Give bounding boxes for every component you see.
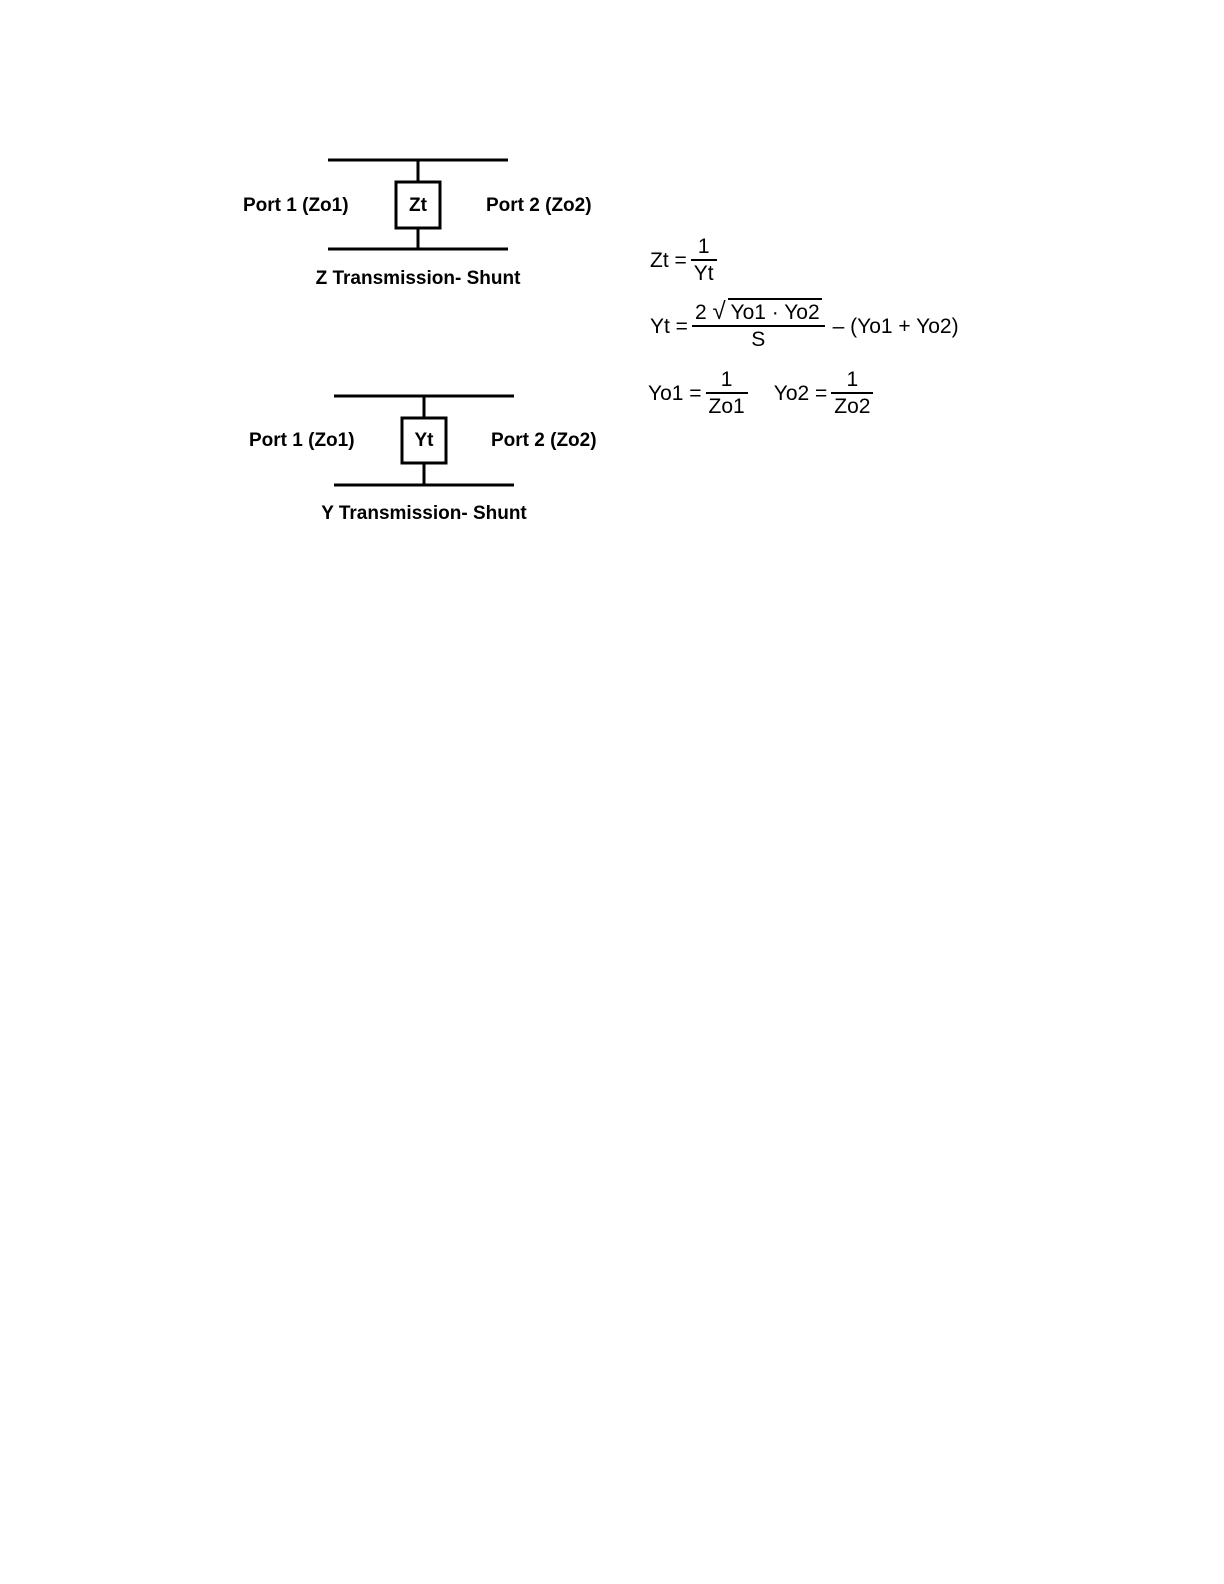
eq2-fraction: 2 √ Yo1 · Yo2 S (692, 302, 825, 350)
z-element-label: Zt (409, 195, 428, 216)
z-shunt-circuit: Zt Port 1 (Zo1) Port 2 (Zo2) Z Transmiss… (243, 160, 592, 289)
z-caption: Z Transmission- Shunt (316, 268, 521, 289)
equation-yt: Yt = 2 √ Yo1 · Yo2 S – (Yo1 + Yo2) (650, 302, 959, 350)
eq1-numerator: 1 (691, 236, 717, 261)
y-port1-label: Port 1 (Zo1) (249, 430, 355, 451)
y-shunt-circuit: Yt Port 1 (Zo1) Port 2 (Zo2) Y Transmiss… (249, 396, 597, 524)
circuit-diagrams: Zt Port 1 (Zo1) Port 2 (Zo2) Z Transmiss… (0, 0, 1224, 560)
eq2-tail: – (Yo1 + Yo2) (833, 316, 959, 337)
y-caption: Y Transmission- Shunt (321, 503, 527, 524)
z-port1-label: Port 1 (Zo1) (243, 195, 349, 216)
equation-yo: Yo1 = 1 Zo1 Yo2 = 1 Zo2 (648, 369, 877, 417)
eq1-fraction: 1 Yt (691, 236, 717, 284)
y-port2-label: Port 2 (Zo2) (491, 430, 597, 451)
eq3-fraction-a: 1 Zo1 (706, 369, 748, 417)
y-element-label: Yt (415, 430, 435, 451)
eq3-lhs-a: Yo1 = (648, 383, 702, 404)
eq2-sqrt: √ Yo1 · Yo2 (712, 302, 821, 323)
eq3-numerator-a: 1 (706, 369, 748, 394)
eq3-denominator-a: Zo1 (706, 394, 748, 417)
eq1-denominator: Yt (691, 261, 717, 284)
eq2-denominator: S (692, 327, 825, 350)
equation-zt: Zt = 1 Yt (650, 236, 721, 284)
eq3-denominator-b: Zo2 (831, 394, 873, 417)
eq2-radicand: Yo1 · Yo2 (728, 298, 821, 324)
sqrt-sign-icon: √ (712, 300, 725, 324)
eq3-lhs-b: Yo2 = (774, 383, 828, 404)
eq3-fraction-b: 1 Zo2 (831, 369, 873, 417)
eq2-lhs: Yt = (650, 316, 688, 337)
eq2-numerator: 2 √ Yo1 · Yo2 (692, 302, 825, 327)
eq2-coefficient: 2 (695, 301, 707, 324)
eq3-numerator-b: 1 (831, 369, 873, 394)
z-port2-label: Port 2 (Zo2) (486, 195, 592, 216)
eq1-lhs: Zt = (650, 250, 687, 271)
